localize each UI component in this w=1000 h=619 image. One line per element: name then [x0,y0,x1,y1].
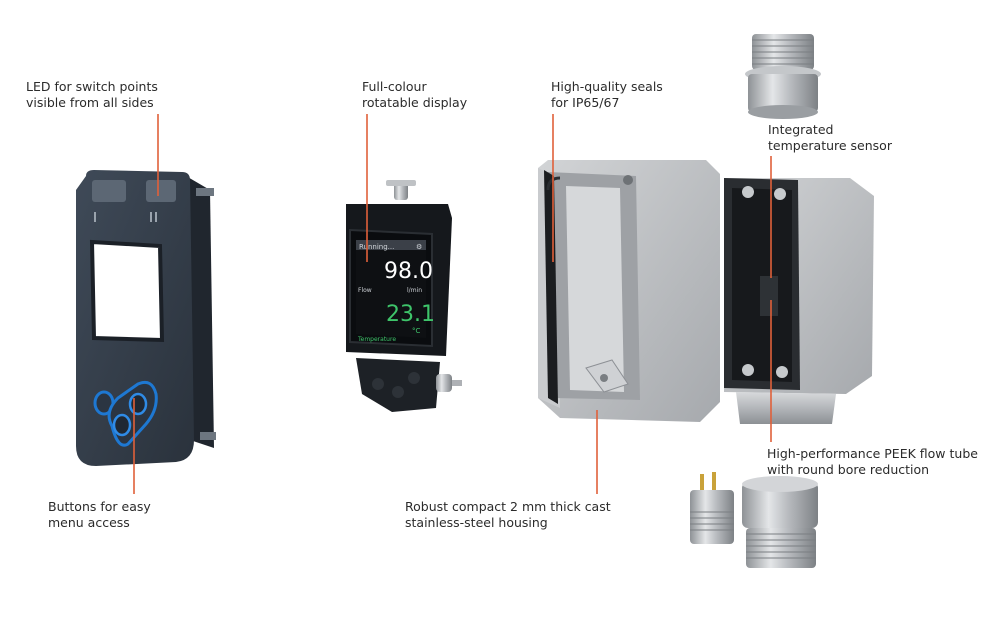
display-module: Running... ⚙ 98.0 Flow l/min 23.1 °C Tem… [346,180,462,412]
main-body-housing [724,178,874,424]
callout-seals: High-quality seals for IP65/67 [551,79,663,111]
callout-flowtube: High-performance PEEK flow tube with rou… [767,446,978,478]
connector-pin-hole-1 [372,378,384,390]
bottom-threaded-fitting [742,476,818,568]
faceplate-clip-top [196,188,214,196]
body-screw-top-right [774,188,786,200]
top-fitting-base [748,105,818,119]
connector-thread-lines [690,511,734,531]
top-fitting-body [748,74,818,112]
callout-flowtube-line2: with round bore reduction [767,462,930,477]
display-window [89,239,165,343]
body-screw-top-left [742,186,754,198]
bottom-fitting-thread-lines [746,533,816,559]
callout-sensor-line2: temperature sensor [768,138,892,153]
housing-frame [538,160,720,422]
connector-pin-hole-2 [392,386,404,398]
led-window-2 [146,180,176,202]
electrical-connector [690,472,734,544]
top-threaded-fitting [745,34,821,119]
led-mark-1 [94,212,96,222]
housing-screw-hole-top [623,175,633,185]
menu-button-3 [112,413,132,437]
display-status-text: Running... [359,243,394,251]
display-screw-tip [452,380,462,386]
led-mark-2a [150,212,152,222]
display-screw-bottom [436,374,452,392]
callout-led: LED for switch points visible from all s… [26,79,158,111]
top-fitting-thread-lines [752,39,814,65]
callout-housing-line2: stainless-steel housing [405,515,548,530]
callout-sensor-line1: Integrated [768,122,834,137]
body-screw-bottom-right [776,366,788,378]
bottom-fitting-body [742,482,818,528]
callout-sensor: Integrated temperature sensor [768,122,892,154]
display-screen [356,240,426,338]
callout-buttons-line1: Buttons for easy [48,499,151,514]
bottom-fitting-rim [742,476,818,492]
faceplate-clip-bottom [200,432,216,440]
body-screw-bottom-left [742,364,754,376]
display-screw-head-top [386,180,416,186]
led-mark-2b [155,212,157,222]
callout-led-line2: visible from all sides [26,95,154,110]
connector-pin-2 [712,472,716,494]
callout-housing: Robust compact 2 mm thick cast stainless… [405,499,611,531]
display-screw-top [394,182,408,200]
display-flow-value: 98.0 [384,259,433,284]
housing-frame-inner-wall [566,186,624,392]
display-settings-icon: ⚙ [416,243,422,251]
callout-display-line2: rotatable display [362,95,468,110]
callout-seals-line1: High-quality seals [551,79,663,94]
display-status-bar [356,240,426,250]
callout-buttons: Buttons for easy menu access [48,499,151,531]
connector-pin-hole-3 [408,372,420,384]
led-window-1 [92,180,126,202]
connector-pin-1 [700,474,704,494]
display-temp-label: Temperature [357,336,396,343]
display-flow-label: Flow [358,287,372,294]
ip-seal [544,170,558,404]
display-flow-unit: l/min [407,287,422,294]
display-connector-body [356,358,440,412]
callout-housing-line1: Robust compact 2 mm thick cast [405,499,611,514]
temperature-sensor-element [760,276,778,316]
callout-buttons-line2: menu access [48,515,130,530]
menu-button-2 [128,392,148,416]
connector-body [690,490,734,544]
callout-seals-line2: for IP65/67 [551,95,620,110]
ip-seal-corner [546,176,561,191]
display-temp-value: 23.1 [386,302,435,327]
housing-latch-hole [600,374,608,382]
callout-display-line1: Full-colour [362,79,427,94]
front-faceplate [76,170,216,466]
leader-lines [133,114,772,494]
callout-flowtube-line1: High-performance PEEK flow tube [767,446,978,461]
callout-display: Full-colour rotatable display [362,79,467,111]
display-temp-unit: °C [412,327,421,335]
callout-led-line1: LED for switch points [26,79,158,94]
main-body-bottom-port [736,392,836,424]
